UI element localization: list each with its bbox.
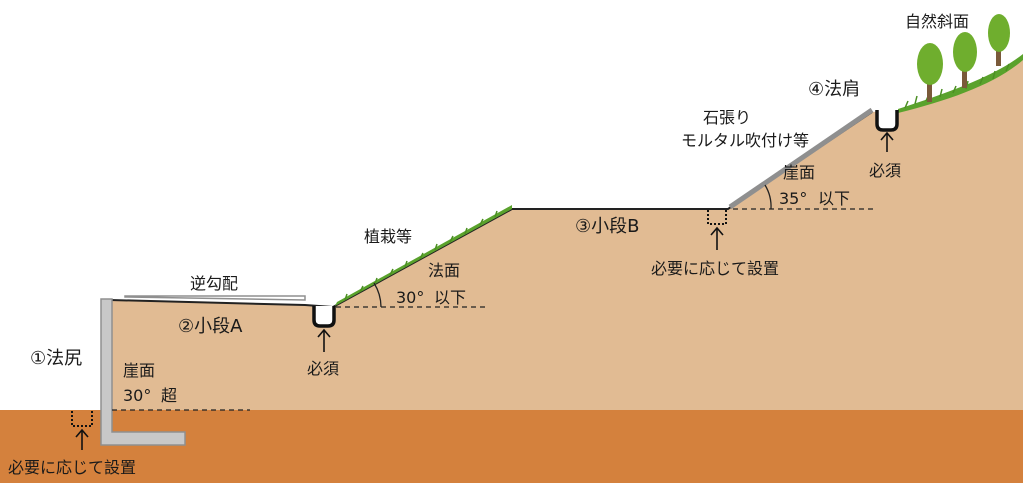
label-stone-facing-line2: モルタル吹付け等 (681, 131, 809, 150)
label-berm-a: ②小段A (178, 316, 243, 337)
retaining-wall (100, 298, 186, 446)
label-below-upper: 以下 (818, 189, 850, 208)
label-cliff-face-lower: 崖面 (123, 361, 155, 380)
arrow-required-upper (880, 131, 894, 152)
label-natural-slope: 自然斜面 (905, 12, 969, 31)
label-slope-shoulder: ④法肩 (808, 79, 860, 100)
arrow-required-lower (317, 328, 331, 352)
ground-layer (0, 410, 1023, 483)
label-below-mid: 以下 (434, 288, 466, 307)
arrow-as-needed-mid (710, 226, 724, 250)
label-angle-30: 30° (396, 288, 424, 307)
embankment-soil (110, 58, 1023, 410)
label-slope-toe: ①法尻 (30, 348, 82, 369)
angle-arc-mid (373, 282, 382, 308)
tree-left (917, 43, 943, 102)
label-over: 超 (161, 386, 177, 405)
label-as-needed-bottom: 必要に応じて設置 (8, 458, 136, 477)
label-cliff-face-upper: 崖面 (783, 163, 815, 182)
tree-right (988, 14, 1010, 66)
mid-slope-planting (335, 205, 512, 306)
label-required-lower: 必須 (307, 359, 339, 378)
label-slope-face: 法面 (428, 261, 460, 280)
label-angle-30-over: 30° (123, 386, 151, 405)
planting-tufts (344, 210, 498, 301)
angle-arc-upper (764, 184, 772, 210)
natural-slope-grass (898, 54, 1023, 113)
tree-middle (953, 32, 977, 88)
arrow-as-needed-bottom (75, 428, 89, 450)
label-berm-b: ③小段B (575, 216, 640, 237)
label-as-needed-mid: 必要に応じて設置 (651, 259, 779, 278)
ditch-bottom-optional (71, 411, 93, 427)
ditch-upper-required (875, 110, 899, 132)
label-angle-35: 35° (779, 189, 807, 208)
stone-facing-line (728, 107, 874, 210)
label-planting: 植栽等 (364, 227, 412, 246)
reverse-gradient-wedge (124, 295, 306, 301)
ditch-lower-required (312, 306, 336, 328)
label-required-upper: 必須 (869, 161, 901, 180)
label-stone-facing-line1: 石張り (703, 108, 751, 127)
label-reverse-gradient: 逆勾配 (190, 274, 238, 293)
